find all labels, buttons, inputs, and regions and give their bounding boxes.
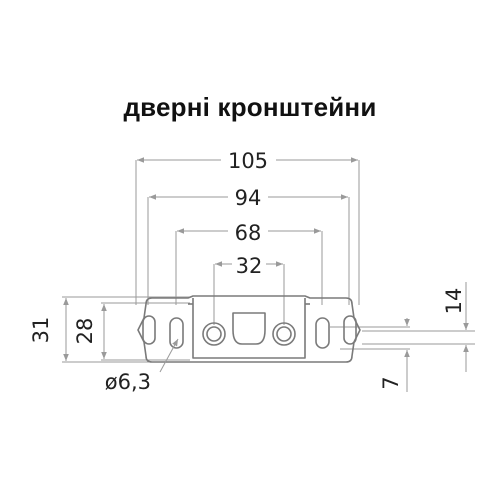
diagram-title: дверні кронштейни	[123, 92, 377, 122]
dim-68: 68	[175, 221, 323, 305]
dim-31-label: 31	[29, 317, 53, 344]
dim-32: 32	[213, 254, 285, 325]
slot-right	[315, 317, 330, 349]
dim-28: 28	[73, 302, 190, 361]
centre-cutout	[232, 312, 266, 345]
centre-section	[192, 298, 306, 359]
dim-28-label: 28	[73, 318, 97, 345]
dim-14-label: 14	[442, 288, 466, 315]
dim-14: 14	[362, 282, 475, 372]
dim-94: 94	[147, 186, 350, 305]
dim-94-label: 94	[235, 186, 262, 210]
left-round-hole-inner	[206, 326, 222, 342]
hole-callout: ø6,3	[105, 338, 179, 394]
hole-diameter-label: ø6,3	[105, 370, 151, 394]
bracket-part	[137, 295, 361, 363]
slot-far-left	[142, 315, 156, 345]
right-round-hole-outer	[272, 322, 296, 346]
dim-32-label: 32	[236, 254, 263, 278]
left-round-hole-outer	[202, 322, 226, 346]
right-round-hole-inner	[276, 326, 292, 342]
dim-105-label: 105	[228, 149, 268, 173]
dim-68-label: 68	[235, 221, 262, 245]
dim-7: 7	[330, 318, 410, 392]
slot-left	[169, 317, 184, 349]
plate-outline	[137, 295, 361, 363]
dim-7-label: 7	[379, 376, 403, 389]
dim-105: 105	[135, 149, 360, 305]
slot-far-right	[343, 315, 357, 345]
dim-31: 31	[29, 296, 190, 363]
